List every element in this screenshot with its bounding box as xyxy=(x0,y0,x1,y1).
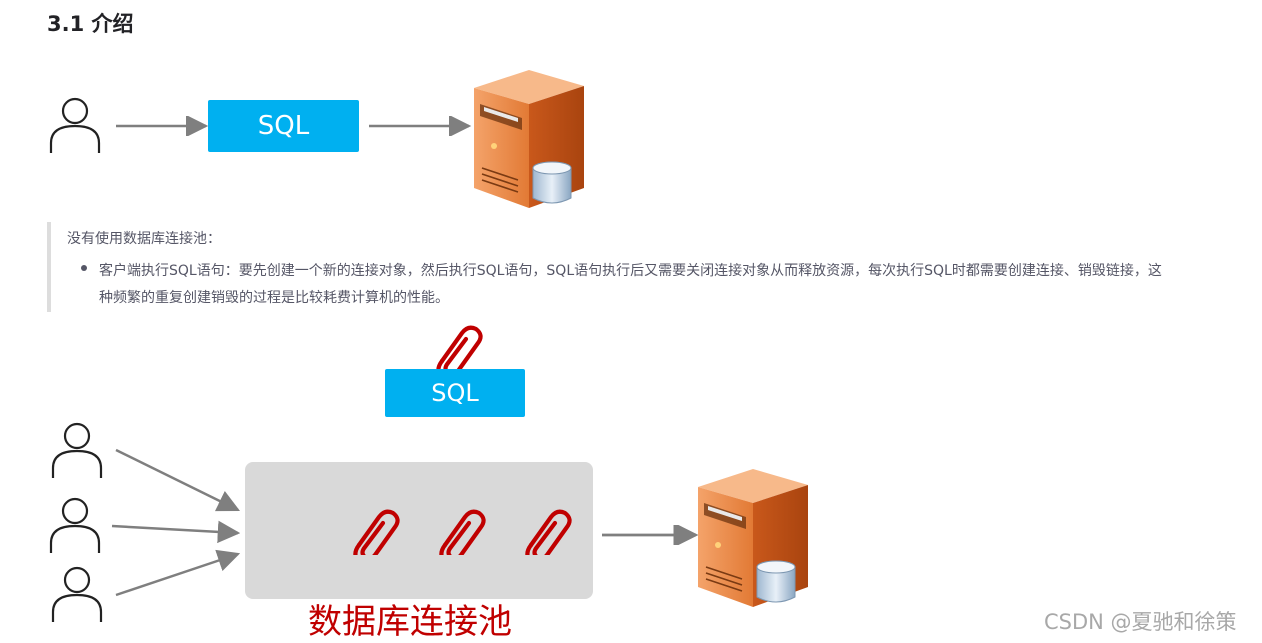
user-icon xyxy=(51,566,103,624)
bullet-dot xyxy=(81,265,87,271)
arrow-pool-to-server xyxy=(602,525,699,545)
user-icon xyxy=(49,497,101,555)
connection-pool-label: 数据库连接池 xyxy=(308,602,512,642)
database-server-icon xyxy=(698,468,809,608)
paperclip-icon xyxy=(353,507,407,555)
quote-title: 没有使用数据库连接池： xyxy=(67,231,221,247)
paperclip-icon xyxy=(525,507,579,555)
sql-box-bottom: SQL xyxy=(385,369,525,417)
arrow-sql-to-server xyxy=(369,116,472,136)
section-heading: 3.1 介绍 xyxy=(47,12,134,36)
arrow-user-to-sql xyxy=(116,116,209,136)
user-icon xyxy=(51,422,103,480)
sql-box: SQL xyxy=(208,100,359,152)
connection-pool-box xyxy=(245,462,593,599)
user-arrows xyxy=(111,448,241,597)
paperclip-icon xyxy=(439,507,493,555)
quote-bullet-text: 客户端执行SQL语句：要先创建一个新的连接对象，然后执行SQL语句，SQL语句执… xyxy=(99,263,1162,306)
watermark: CSDN @夏驰和徐策 xyxy=(1044,610,1237,634)
database-server-icon xyxy=(474,69,585,209)
paperclip-icon xyxy=(436,323,490,371)
blockquote: 没有使用数据库连接池： 客户端执行SQL语句：要先创建一个新的连接对象，然后执行… xyxy=(47,222,1177,312)
user-icon xyxy=(49,97,101,155)
